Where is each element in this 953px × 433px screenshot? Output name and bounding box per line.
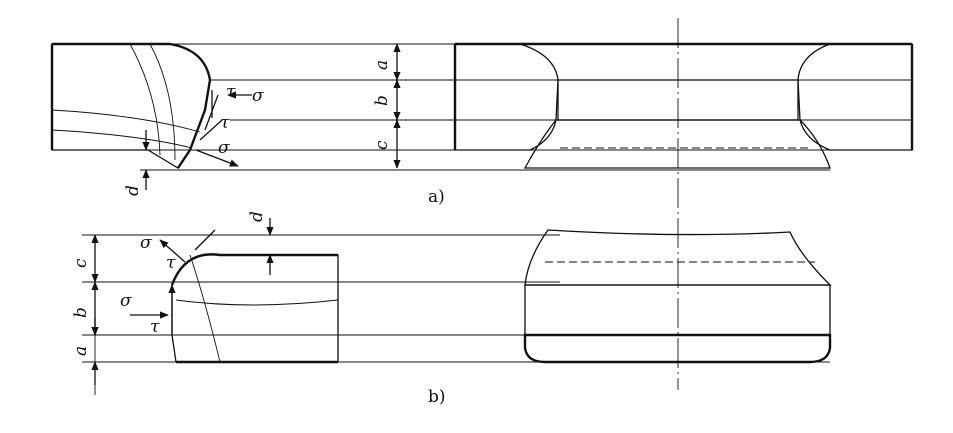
label-tau-top-2: τ — [226, 82, 236, 102]
label-sigma-bottom-1: σ — [140, 233, 152, 253]
shear-arrows-a — [142, 90, 252, 190]
caption-a: a) — [428, 187, 445, 207]
right-slug-b — [523, 229, 832, 364]
label-a-top: a — [372, 60, 392, 70]
caption-b: b) — [428, 387, 446, 407]
reference-lines-a — [52, 43, 912, 171]
label-tau-bottom-2: τ — [150, 317, 160, 337]
label-sigma-top-2: σ — [218, 138, 230, 158]
label-sigma-top-1: σ — [252, 86, 264, 106]
label-c-top: c — [372, 140, 392, 150]
label-tau-bottom-1: τ — [166, 253, 176, 273]
label-d-bottom: d — [247, 211, 267, 222]
label-sigma-bottom-2: σ — [120, 291, 132, 311]
label-a-bottom: a — [71, 346, 91, 356]
left-punch-grid-b — [170, 253, 339, 364]
label-d-top: d — [123, 185, 143, 196]
reference-lines-b — [82, 234, 830, 363]
label-b-bottom: b — [71, 307, 91, 318]
label-c-bottom: c — [71, 258, 91, 268]
shear-arrows-b — [130, 218, 274, 335]
right-section-a — [453, 42, 914, 169]
left-die-grid-a — [50, 42, 212, 169]
label-b-top: b — [372, 95, 392, 106]
label-tau-top-1: τ — [220, 113, 230, 133]
